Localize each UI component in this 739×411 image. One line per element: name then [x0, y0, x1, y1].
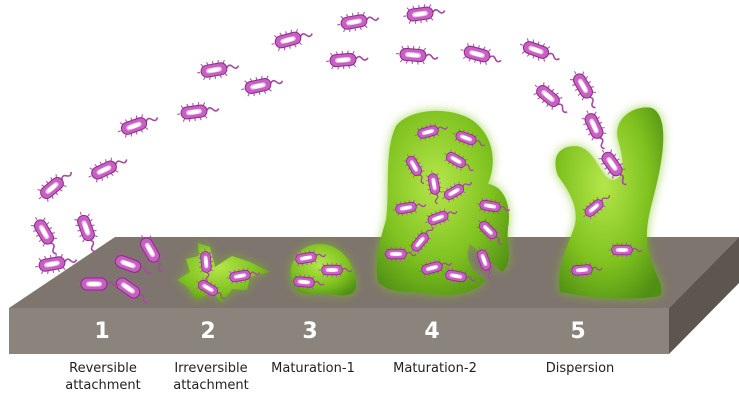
stage-label-5-line1: Dispersion	[525, 360, 635, 377]
stage-label-1: Reversible attachment	[48, 360, 158, 394]
bacterium-icon	[579, 107, 613, 153]
bacterium-icon	[517, 36, 563, 67]
stage-label-4: Maturation-2	[375, 360, 495, 377]
bacterium-icon	[240, 72, 285, 98]
stage-label-2-line2: attachment	[156, 377, 266, 394]
bacterium-icon	[28, 213, 65, 258]
bacterium-icon	[115, 109, 161, 140]
bacterium-icon	[395, 45, 438, 67]
bacterium-icon	[72, 209, 103, 255]
stage-label-1-line2: attachment	[48, 377, 158, 394]
bacterium-icon	[567, 67, 604, 112]
stage-number-3: 3	[302, 319, 317, 344]
stage-number-1: 1	[94, 319, 109, 344]
bacterium-icon	[196, 57, 240, 82]
bacterium-icon	[269, 25, 314, 53]
bacterium-icon	[529, 78, 573, 119]
bacterium-icon	[325, 49, 368, 71]
stage-label-3: Maturation-1	[258, 360, 368, 377]
bacterium-icon	[336, 9, 380, 34]
bacterium-icon	[402, 2, 446, 26]
bacterium-icon	[85, 151, 131, 185]
bacterium-icon	[458, 41, 503, 69]
stage-number-5: 5	[570, 319, 585, 344]
stage-number-4: 4	[424, 319, 439, 344]
stage-label-5: Dispersion	[525, 360, 635, 377]
stage-label-2-line1: Irreversible	[156, 360, 266, 377]
stage-label-2: Irreversible attachment	[156, 360, 266, 394]
stage-label-4-line1: Maturation-2	[375, 360, 495, 377]
bacterium-icon	[176, 100, 220, 124]
bacterium-icon	[33, 165, 77, 206]
stage-label-3-line1: Maturation-1	[258, 360, 368, 377]
stage-number-2: 2	[200, 319, 215, 344]
stage-label-1-line1: Reversible	[48, 360, 158, 377]
